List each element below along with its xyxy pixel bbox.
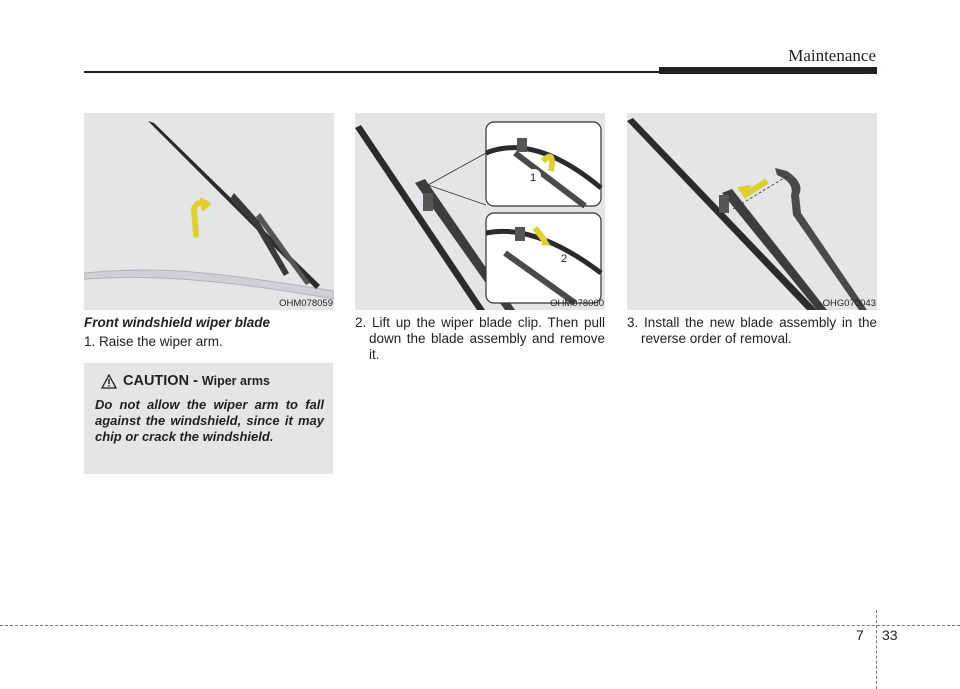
install-blade-illustration [627, 118, 867, 310]
blade-clip-illustration: 1 2 [355, 121, 603, 310]
step-2: 2. Lift up the wiper blade clip. Then pu… [355, 315, 605, 362]
figure-lift-blade-clip: 1 2 OHM078060 [355, 113, 605, 310]
install-arrow-icon [743, 178, 769, 198]
lift-arrow-icon [540, 153, 555, 172]
figure-code: OHM078060 [550, 298, 604, 309]
caution-box: CAUTION - Wiper arms Do not allow the wi… [84, 363, 333, 474]
pull-arrow-icon [532, 226, 548, 243]
figure-raise-wiper-arm: OHM078059 [84, 113, 334, 310]
page-number: 33 [882, 627, 898, 643]
callout-2: 2 [561, 253, 567, 265]
chapter-number: 7 [856, 627, 864, 643]
caution-subject: Wiper arms [201, 374, 270, 388]
header-rule-accent [659, 67, 877, 74]
caution-text: Do not allow the wiper arm to fall again… [95, 397, 324, 444]
figure-code: OHM078059 [279, 298, 333, 309]
step-1: 1. Raise the wiper arm. [84, 334, 223, 349]
section-heading: Front windshield wiper blade [84, 315, 271, 330]
caution-label: CAUTION - [123, 373, 198, 389]
step-3: 3. Install the new blade assembly in the… [627, 315, 877, 346]
figure-code: OHG070043 [822, 298, 876, 309]
footer-divider [876, 610, 877, 689]
figure-install-blade: OHG070043 [627, 113, 877, 310]
warning-triangle-icon [101, 373, 117, 389]
detail-inset-2 [485, 212, 602, 304]
detail-inset-1 [485, 121, 602, 207]
wiper-arm-illustration [84, 121, 334, 300]
callout-1: 1 [530, 172, 536, 184]
header-rule [84, 71, 659, 73]
footer-rule [0, 625, 960, 626]
section-title: Maintenance [788, 46, 876, 65]
